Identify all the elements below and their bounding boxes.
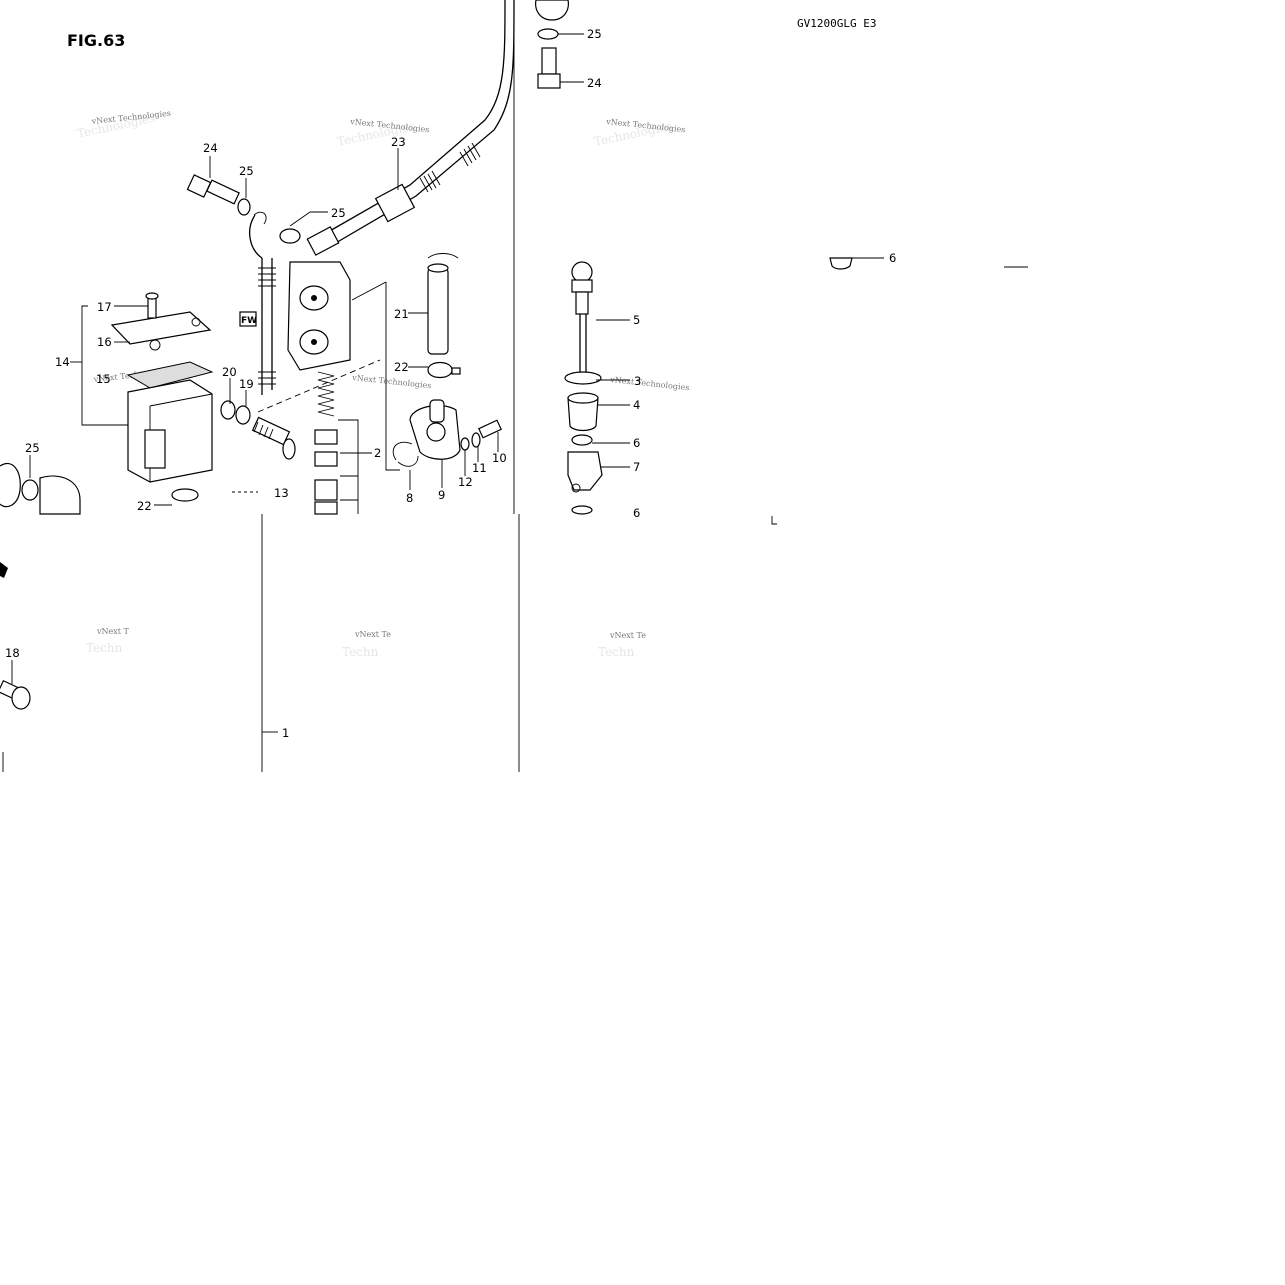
watermark: vNext Technologies bbox=[351, 373, 432, 390]
callout-22: 22 bbox=[394, 360, 409, 374]
watermark-fragment: vNext T bbox=[96, 627, 130, 636]
reservoir-hose bbox=[427, 253, 461, 379]
hose-end bbox=[306, 226, 340, 256]
callout-8: 8 bbox=[406, 491, 413, 505]
callout-10: 10 bbox=[492, 451, 507, 465]
watermark-fragment: vNext Te bbox=[609, 631, 646, 640]
brake-hose bbox=[249, 0, 515, 395]
watermark-shadow: Techn bbox=[342, 645, 379, 659]
callout-5: 5 bbox=[633, 313, 640, 327]
leader-lines bbox=[11, 33, 630, 733]
callout-2: 2 bbox=[374, 446, 381, 460]
forward-marker: FW bbox=[239, 311, 257, 327]
callout-22-lower: 22 bbox=[137, 499, 152, 513]
top-banjo-bolt bbox=[535, 0, 569, 89]
callout-19: 19 bbox=[239, 377, 254, 391]
callout-4: 4 bbox=[633, 398, 640, 412]
callout-17: 17 bbox=[97, 300, 112, 314]
callout-1: 1 bbox=[282, 726, 289, 740]
callout-6-right: 6 bbox=[889, 251, 896, 265]
mounting-bolt-small bbox=[460, 419, 502, 451]
callout-16: 16 bbox=[97, 335, 112, 349]
callout-21: 21 bbox=[394, 307, 409, 321]
callout-11: 11 bbox=[472, 461, 487, 475]
upper-banjo-bolt bbox=[186, 174, 301, 244]
figure-title: FIG.63 bbox=[67, 31, 125, 50]
callout-24-top: 24 bbox=[587, 76, 602, 90]
model-code: GV1200GLG E3 bbox=[797, 17, 876, 30]
callout-23: 23 bbox=[391, 135, 406, 149]
watermark-shadow: Techn bbox=[86, 641, 123, 655]
push-rod-assembly bbox=[564, 261, 603, 515]
callout-7: 7 bbox=[633, 460, 640, 474]
lower-left-fragments bbox=[0, 462, 81, 710]
watermark: vNext Technologies bbox=[609, 375, 690, 392]
union-connector bbox=[392, 399, 461, 467]
callout-13: 13 bbox=[274, 486, 289, 500]
callout-12: 12 bbox=[458, 475, 473, 489]
watermark-fragment: vNext Te bbox=[354, 630, 391, 639]
nut-fragment bbox=[829, 257, 884, 270]
callout-14: 14 bbox=[55, 355, 70, 369]
callout-25-lower: 25 bbox=[25, 441, 40, 455]
callout-25-hose: 25 bbox=[331, 206, 346, 220]
hose-sleeve bbox=[374, 183, 416, 223]
callout-9: 9 bbox=[438, 488, 445, 502]
callout-6: 6 bbox=[633, 436, 640, 450]
callout-bracket-2 bbox=[338, 281, 400, 514]
callout-3: 3 bbox=[634, 374, 641, 388]
callout-24: 24 bbox=[203, 141, 218, 155]
callout-numbers: 1 2 3 4 5 6 6 6 7 8 9 10 11 12 13 14 15 … bbox=[5, 27, 896, 740]
callout-18: 18 bbox=[5, 646, 20, 660]
master-cylinder bbox=[287, 261, 351, 515]
callout-25: 25 bbox=[239, 164, 254, 178]
reservoir-tank bbox=[110, 292, 214, 502]
callout-6-lower: 6 bbox=[633, 506, 640, 520]
watermark-shadow: Techn bbox=[598, 645, 635, 659]
callout-25-top: 25 bbox=[587, 27, 602, 41]
callout-15: 15 bbox=[96, 372, 111, 386]
banjo-bolt bbox=[220, 359, 381, 493]
tile-borders bbox=[2, 0, 1028, 772]
svg-text:FW: FW bbox=[241, 316, 257, 326]
callout-20: 20 bbox=[222, 365, 237, 379]
